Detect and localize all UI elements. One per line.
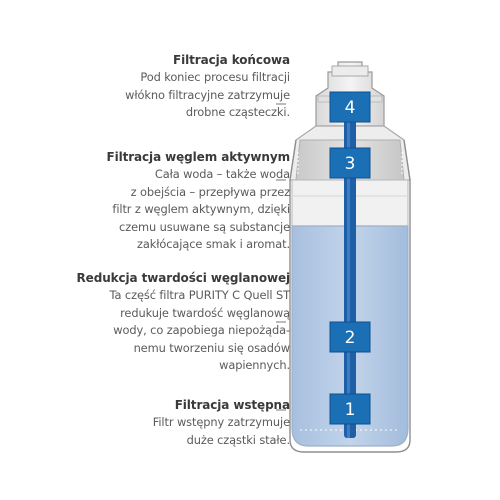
stage-box-1: 1 bbox=[329, 393, 371, 425]
section-title: Filtracja węglem aktywnym bbox=[106, 150, 290, 164]
section-final-filtration: Filtracja końcowa Pod koniec procesu fil… bbox=[125, 52, 290, 122]
section-description: Pod koniec procesu filtracji włókno filt… bbox=[125, 70, 290, 120]
stage-number-2: 2 bbox=[345, 328, 356, 348]
section-title: Redukcja twardości węglanowej bbox=[76, 271, 291, 285]
stage-box-2: 2 bbox=[329, 321, 371, 353]
section-hardness-reduction: Redukcja twardości węglanowej Ta część f… bbox=[76, 270, 291, 374]
section-description: Ta część filtra PURITY C Quell ST reduku… bbox=[109, 288, 291, 373]
stage-number-3: 3 bbox=[345, 154, 356, 174]
section-title: Filtracja końcowa bbox=[173, 53, 290, 67]
stage-box-3: 3 bbox=[329, 147, 371, 179]
section-pre-filtration: Filtracja wstępna Filtr wstępny zatrzymu… bbox=[153, 397, 290, 449]
filter-housing bbox=[289, 139, 411, 453]
section-activated-carbon: Filtracja węglem aktywnym Cała woda – ta… bbox=[106, 149, 290, 253]
stage-number-4: 4 bbox=[345, 98, 356, 118]
stage-number-1: 1 bbox=[345, 400, 356, 420]
section-description: Cała woda – także woda z obejścia – prze… bbox=[112, 167, 290, 252]
section-title: Filtracja wstępna bbox=[174, 398, 290, 412]
stage-box-4: 4 bbox=[329, 91, 371, 123]
section-description: Filtr wstępny zatrzymuje duże cząstki st… bbox=[152, 415, 290, 447]
